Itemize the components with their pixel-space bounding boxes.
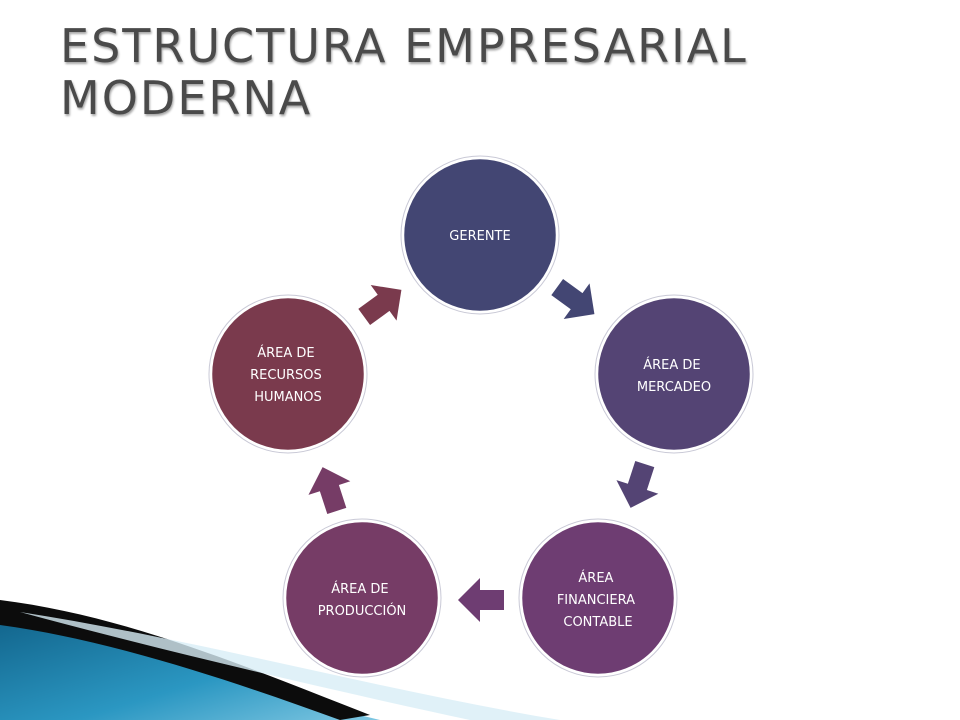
- arrow-mercadeo-to-financiera: [609, 457, 666, 515]
- title-line-2: MODERNA: [60, 71, 313, 125]
- node-area-produccion: ÁREA DE PRODUCCIÓN: [282, 518, 442, 678]
- node-financiera-label: ÁREA FINANCIERA CONTABLE: [557, 570, 639, 630]
- node-rrhh-label: ÁREA DE RECURSOS HUMANOS: [250, 345, 326, 405]
- arrow-produccion-to-rrhh: [301, 460, 358, 518]
- title-line-1: ESTRUCTURA EMPRESARIAL: [60, 19, 748, 73]
- node-gerente-label: GERENTE: [449, 229, 510, 244]
- node-mercadeo-label: ÁREA DE MERCADEO: [637, 357, 711, 395]
- arrow-rrhh-to-gerente: [351, 272, 415, 335]
- node-produccion-label: ÁREA DE PRODUCCIÓN: [318, 581, 407, 619]
- page-title: ESTRUCTURA EMPRESARIAL MODERNA: [60, 20, 920, 124]
- node-area-mercadeo: ÁREA DE MERCADEO: [594, 294, 754, 454]
- node-area-recursos-humanos: ÁREA DE RECURSOS HUMANOS: [208, 294, 368, 454]
- node-area-financiera-contable: ÁREA FINANCIERA CONTABLE: [518, 518, 678, 678]
- node-gerente: GERENTE: [400, 155, 560, 315]
- arrow-gerente-to-mercadeo: [544, 269, 608, 332]
- arrow-financiera-to-produccion: [458, 578, 504, 622]
